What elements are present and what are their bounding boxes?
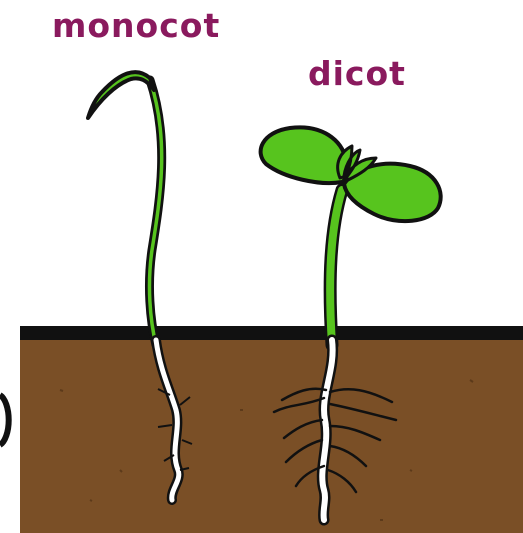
dicot-left-leaf — [261, 127, 347, 183]
monocot-label: monocot — [52, 6, 220, 45]
dicot-label: dicot — [308, 54, 406, 93]
soil-surface-line — [20, 326, 523, 340]
soil — [20, 336, 523, 533]
monocot-leaf-tip — [88, 72, 154, 118]
circle-fragment — [0, 395, 9, 445]
